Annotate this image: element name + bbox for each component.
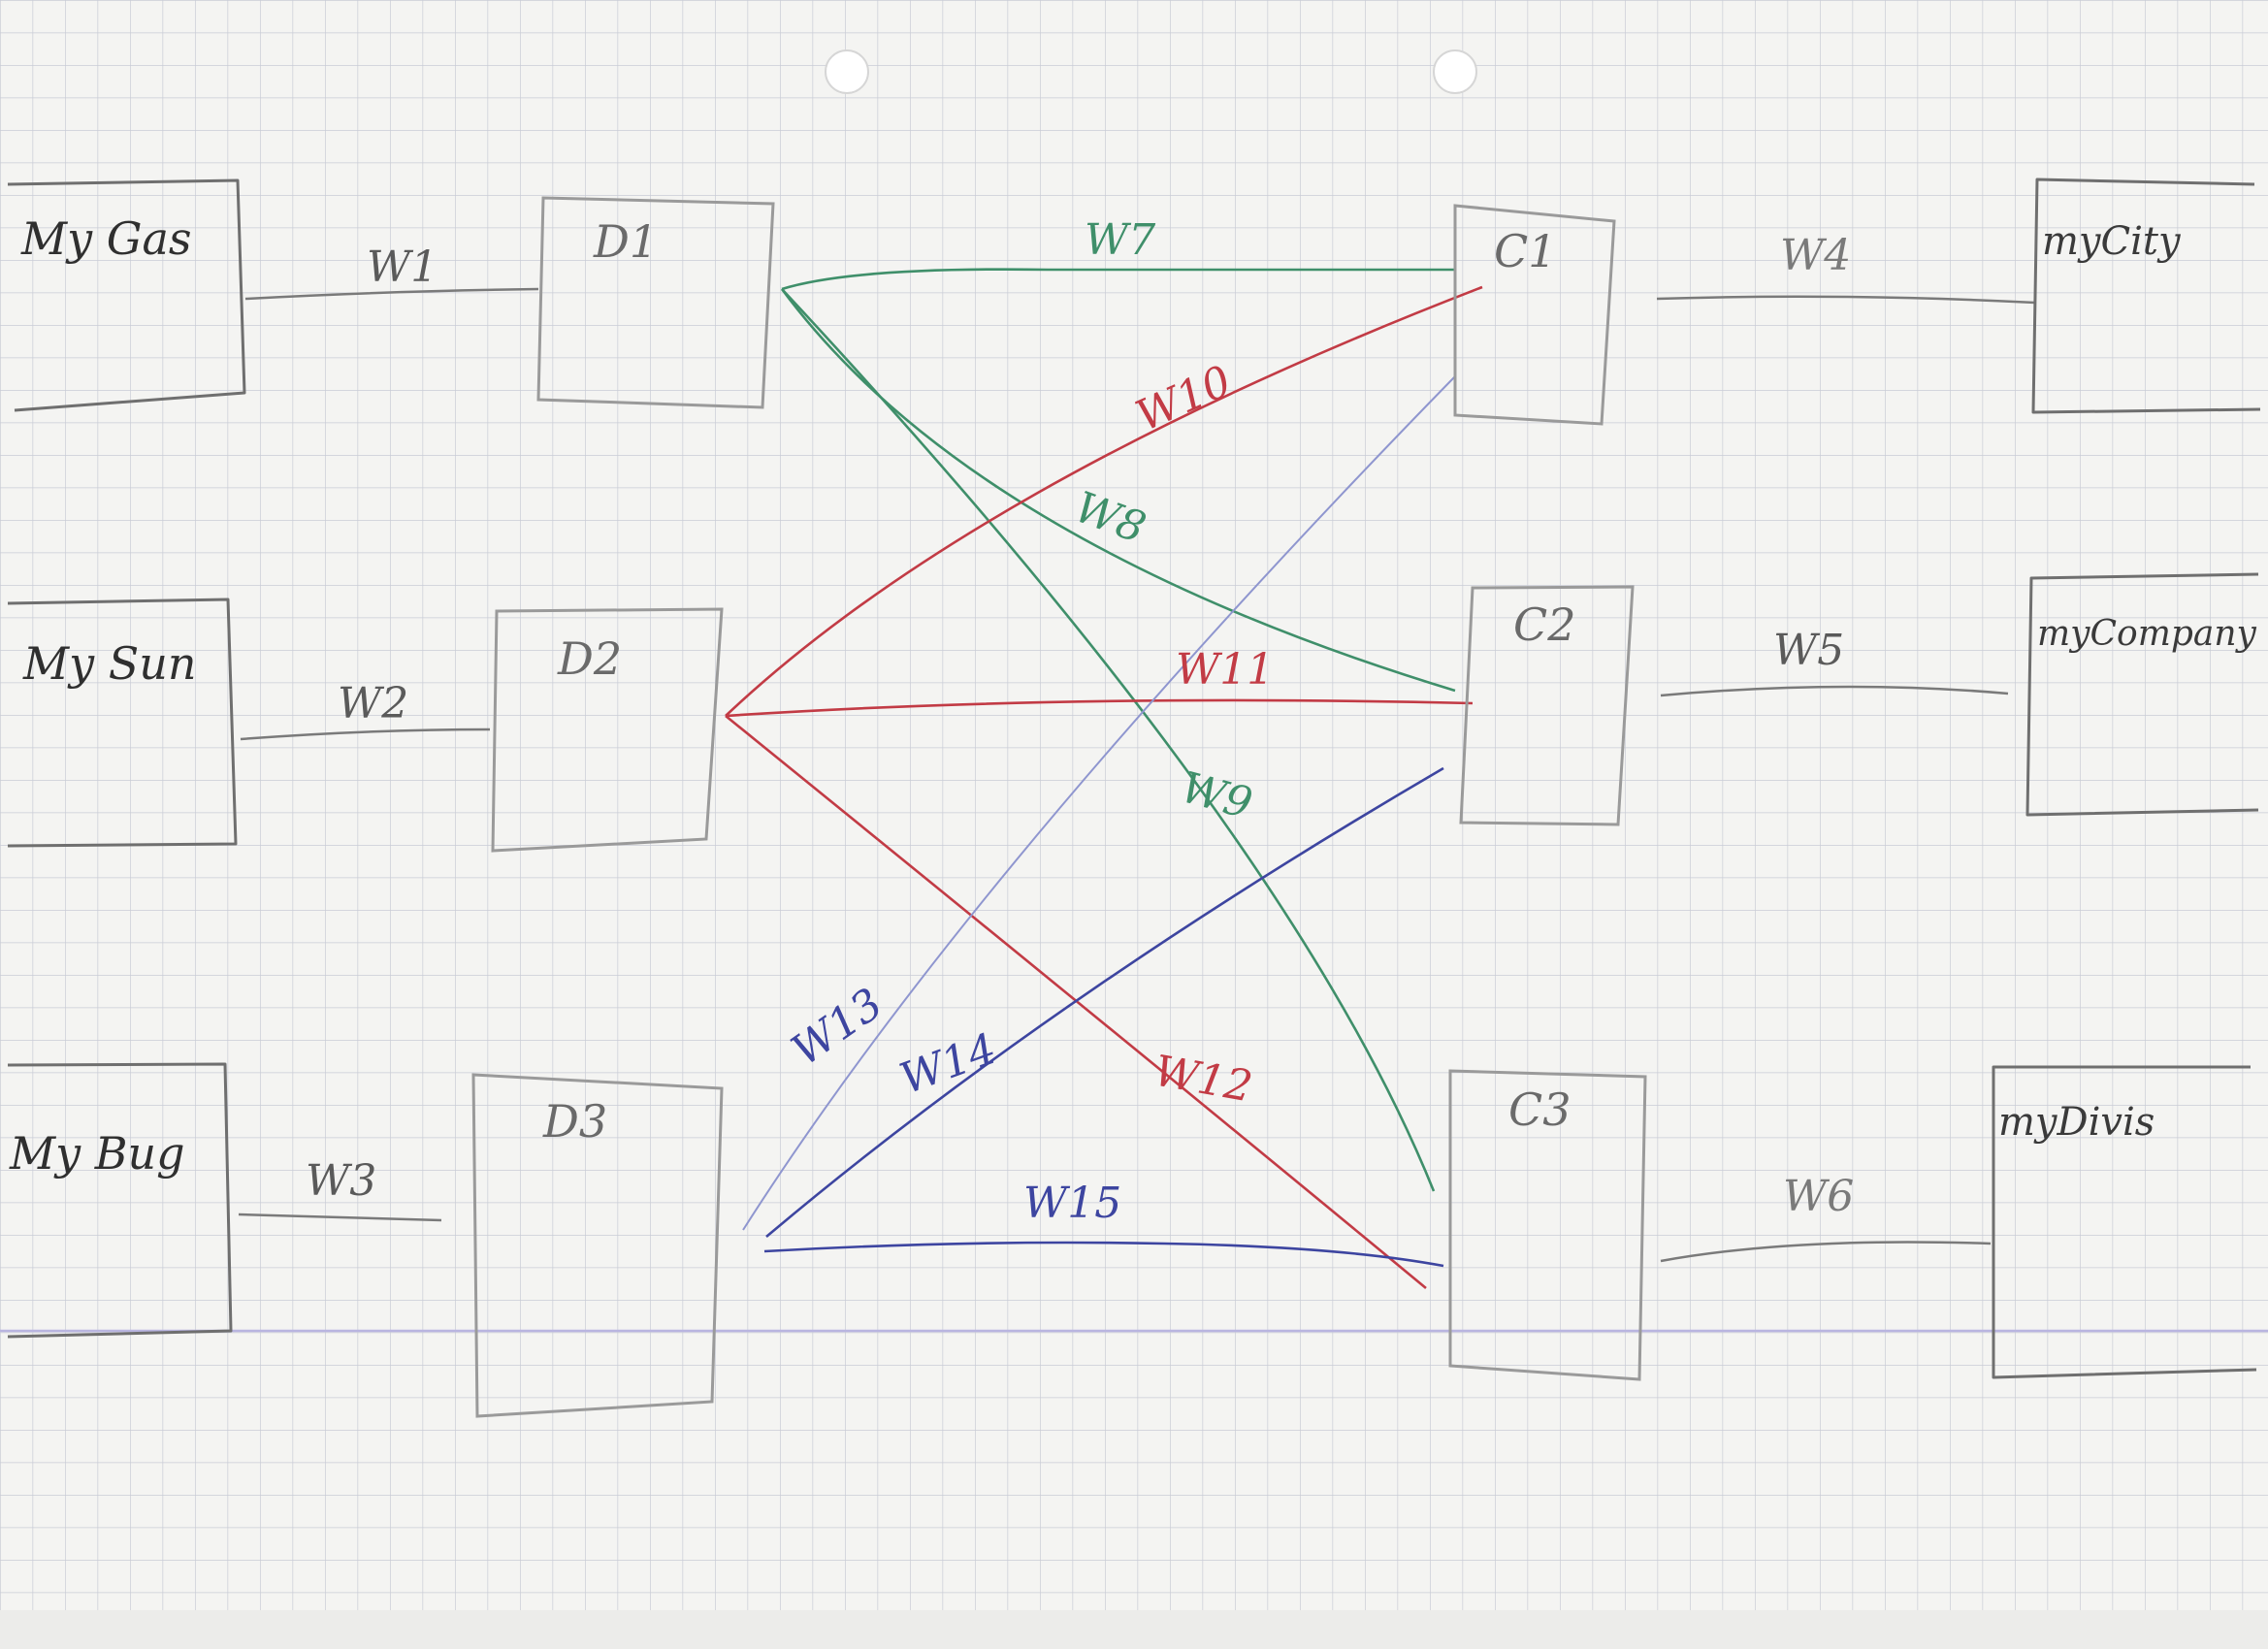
label-w15: W15: [1023, 1179, 1121, 1228]
label-my-city: myCity: [2042, 219, 2182, 264]
wire-w12: [725, 714, 1427, 1290]
wire-w2: [240, 728, 491, 741]
colored-wires: [725, 268, 1483, 1290]
box-my-city: [2031, 178, 2261, 414]
d-nodes: [471, 196, 775, 1418]
source-nodes: [7, 178, 246, 1339]
label-my-sun: My Sun: [22, 637, 196, 690]
wire-w14: [765, 766, 1444, 1238]
wire-w9: [781, 288, 1436, 1192]
label-d3: D3: [542, 1095, 607, 1148]
label-c1: C1: [1494, 225, 1556, 277]
wire-w7: [781, 268, 1455, 291]
node-labels: My Gas My Sun My Bug D1 D2 D3 C1 C2 C3 m…: [9, 212, 2257, 1180]
box-my-divis: [1992, 1065, 2257, 1379]
box-my-sun: [7, 598, 238, 848]
label-w11: W11: [1176, 645, 1274, 695]
label-w6: W6: [1783, 1172, 1854, 1221]
box-my-bug: [7, 1062, 233, 1339]
box-d3: [471, 1073, 724, 1418]
wire-w6: [1660, 1241, 1992, 1263]
wire-w10: [725, 285, 1483, 717]
wire-w15: [763, 1241, 1444, 1268]
label-my-company: myCompany: [2037, 614, 2257, 654]
wire-w13: [742, 375, 1456, 1231]
label-w4: W4: [1780, 231, 1851, 280]
wire-w3: [238, 1212, 442, 1222]
label-my-divis: myDivis: [1998, 1100, 2155, 1145]
label-c3: C3: [1508, 1083, 1571, 1136]
label-w5: W5: [1773, 626, 1844, 675]
wire-w1: [244, 287, 539, 301]
label-w3: W3: [306, 1156, 376, 1206]
label-my-gas: My Gas: [20, 212, 192, 265]
label-w7: W7: [1085, 215, 1155, 265]
wire-w11: [725, 698, 1474, 718]
box-my-gas: [7, 178, 246, 412]
target-nodes: [1992, 178, 2261, 1379]
c-nodes: [1448, 204, 1647, 1381]
box-d2: [491, 607, 724, 853]
label-w1: W1: [367, 242, 437, 292]
label-w2: W2: [338, 679, 408, 728]
box-c3: [1448, 1069, 1647, 1381]
grid-pattern: [0, 0, 2268, 1610]
label-d2: D2: [557, 632, 622, 685]
label-c2: C2: [1513, 598, 1575, 651]
label-d1: D1: [593, 215, 658, 268]
pencil-wires: [238, 287, 2036, 1263]
punch-hole-right: [1433, 49, 1477, 94]
punch-hole-left: [825, 49, 869, 94]
box-my-company: [2025, 572, 2259, 817]
paper-bottom-edge: [0, 1610, 2268, 1649]
box-d1: [536, 196, 775, 409]
box-c1: [1453, 204, 1616, 426]
wire-w8: [780, 288, 1456, 693]
wire-w4: [1656, 295, 2036, 305]
box-c2: [1459, 585, 1635, 826]
label-my-bug: My Bug: [9, 1127, 185, 1180]
wire-w5: [1660, 685, 2009, 697]
